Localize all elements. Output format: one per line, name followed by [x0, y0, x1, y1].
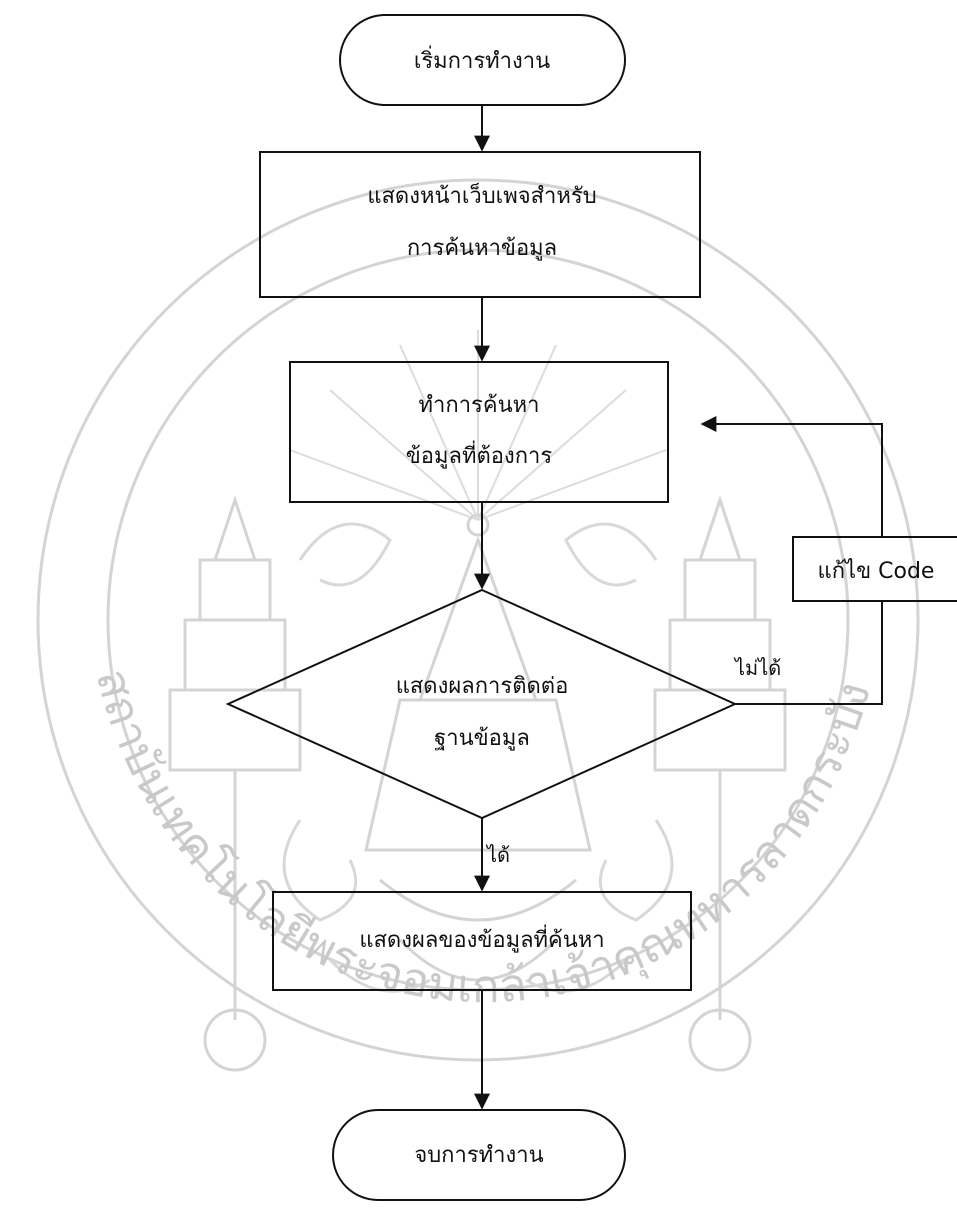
end-node: จบการทำงาน — [332, 1109, 626, 1201]
fix-code-node: แก้ไข Code — [792, 536, 957, 602]
search-label-line1: ทำการค้นหา — [419, 393, 540, 418]
fix-code-label: แก้ไข Code — [818, 558, 935, 584]
start-node: เริ่มการทำงาน — [339, 14, 626, 106]
decision-label-line2: ฐานข้อมูล — [434, 726, 530, 751]
edge-fix-code-to-search — [700, 416, 883, 537]
seal-right-pagoda — [653, 495, 787, 1072]
show-page-label-line2: การค้นหาข้อมูล — [407, 236, 557, 261]
search-node: ทำการค้นหา ข้อมูลที่ต้องการ — [289, 361, 669, 503]
decision-label-line1: แสดงผลการติดต่อ — [396, 674, 569, 699]
seal-sun-rays — [289, 330, 667, 521]
yes-branch-label: ได้ — [485, 843, 510, 867]
edge-decision-to-fix-code — [735, 601, 883, 705]
seal-left-pagoda — [168, 495, 302, 1072]
end-label: จบการทำงาน — [414, 1143, 543, 1168]
seal-central-crown — [364, 513, 592, 982]
fix-code-process-shape — [792, 536, 957, 602]
show-result-node: แสดงผลของข้อมูลที่ค้นหา — [272, 891, 692, 991]
start-label: เริ่มการทำงาน — [414, 45, 550, 74]
show-page-label-line1: แสดงหน้าเว็บเพจสำหรับ — [367, 181, 596, 209]
decision-node: แสดงผลการติดต่อ ฐานข้อมูล — [225, 588, 738, 820]
search-label-line2: ข้อมูลที่ต้องการ — [406, 440, 553, 469]
show-page-process-shape — [259, 151, 701, 298]
show-result-label: แสดงผลของข้อมูลที่ค้นหา — [359, 924, 604, 953]
show-page-node: แสดงหน้าเว็บเพจสำหรับ การค้นหาข้อมูล — [259, 151, 701, 298]
end-terminator-shape — [332, 1109, 626, 1201]
seal-swirls — [282, 522, 674, 993]
decision-diamond-shape — [225, 588, 738, 820]
search-process-shape — [289, 361, 669, 503]
no-branch-label: ไม่ได้ — [733, 656, 781, 680]
seal-outer-ring — [36, 178, 920, 1062]
